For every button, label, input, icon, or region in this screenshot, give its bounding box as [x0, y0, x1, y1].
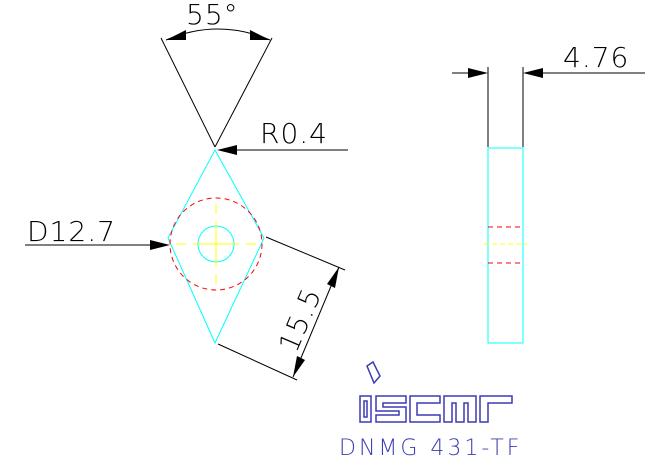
thickness-label: 4.76	[563, 41, 629, 74]
angle-extension-left	[160, 37, 216, 148]
angle-arrow-right	[250, 30, 270, 40]
thickness-arrow-right	[523, 68, 543, 78]
thickness-arrow-left	[468, 68, 488, 78]
center-mark	[176, 204, 256, 284]
angle-arrow-left	[166, 30, 186, 40]
model-label: DNMG 431-TF	[339, 436, 522, 460]
edge-length-label: 15.5	[272, 283, 328, 357]
brand-logo	[359, 360, 513, 423]
side-view-hidden-lines	[488, 226, 523, 264]
edge-extension-bottom	[217, 343, 298, 381]
inscribed-circle-hidden	[169, 197, 263, 291]
radius-label: R0.4	[260, 117, 328, 150]
logo-dot-mark	[366, 360, 381, 385]
edge-extension-top	[265, 236, 346, 271]
angle-dimension	[160, 28, 273, 148]
angle-extension-right	[214, 37, 273, 148]
side-view-outline	[487, 147, 524, 344]
diameter-label: D12.7	[27, 215, 116, 248]
angle-label: 55°	[186, 0, 239, 31]
diameter-arrow	[150, 240, 170, 250]
edge-arrow-bottom	[293, 356, 305, 377]
radius-arrow	[217, 145, 237, 155]
insert-outline	[167, 148, 265, 345]
edge-arrow-top	[327, 267, 339, 288]
